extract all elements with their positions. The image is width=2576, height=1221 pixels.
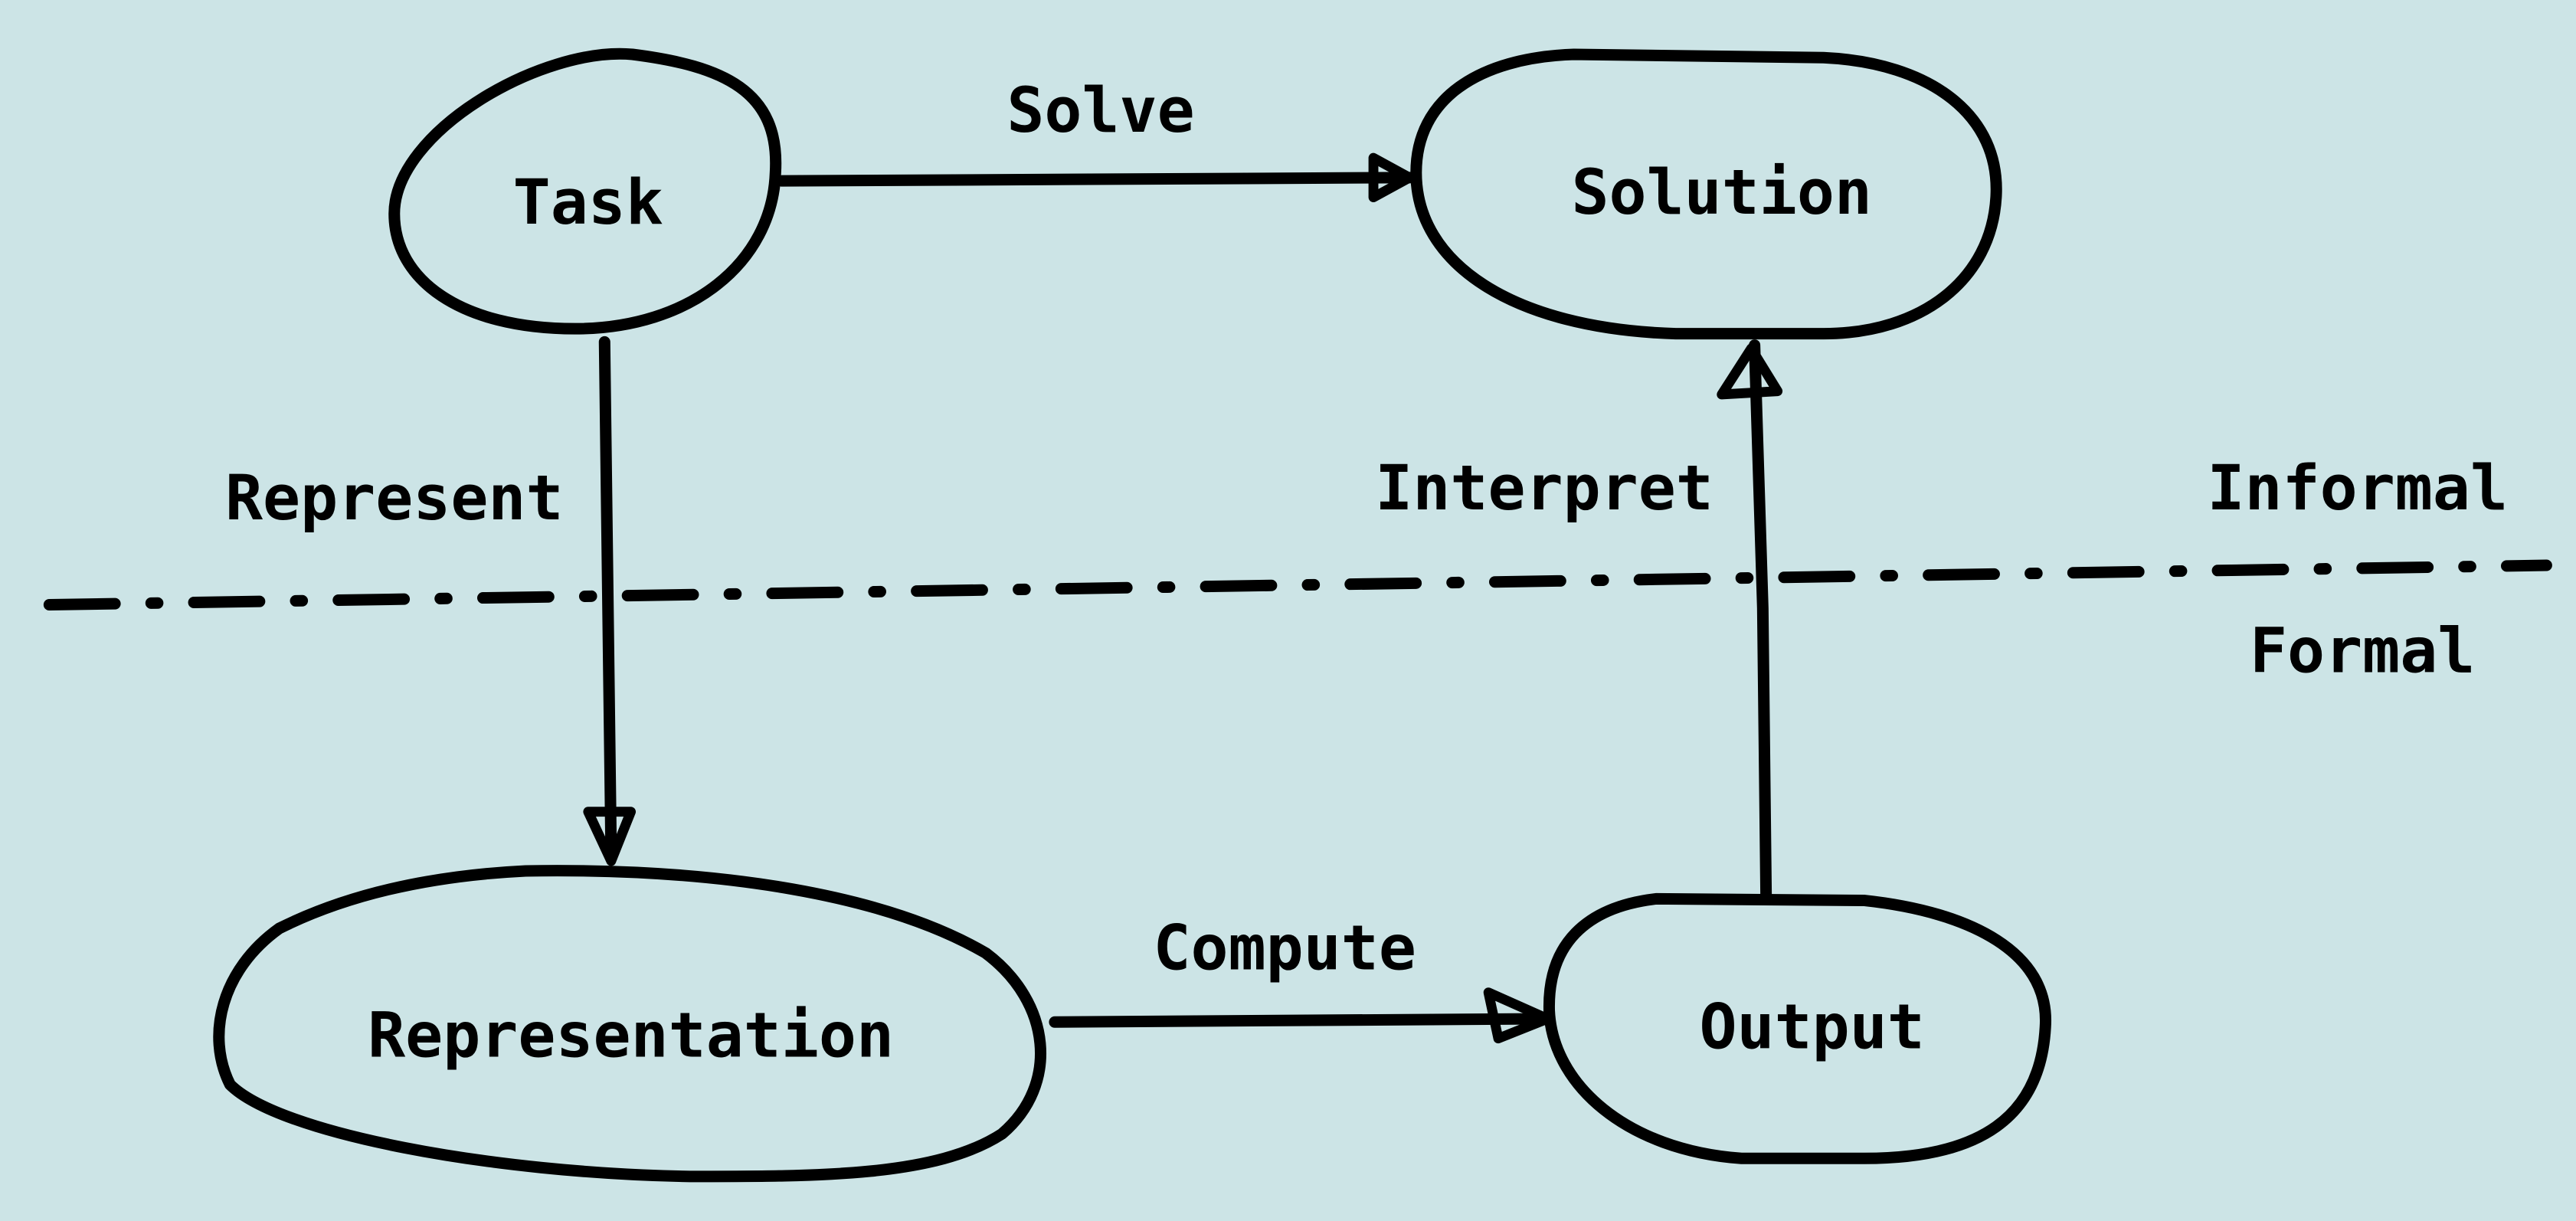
edge-compute: Compute [1049, 912, 1553, 1044]
edge-interpret: Interpret [1375, 339, 1783, 902]
edge-compute-label: Compute [1153, 912, 1416, 985]
region-formal-label: Formal [2250, 614, 2475, 687]
edge-represent-label: Represent [225, 462, 564, 535]
node-output: Output [1543, 892, 2051, 1164]
node-solution: Solution [1410, 48, 2002, 340]
region-informal-label: Informal [2207, 452, 2508, 525]
edge-solve-label: Solve [1007, 74, 1194, 147]
node-task-label: Task [513, 166, 663, 239]
edge-solve: Solve [776, 74, 1416, 203]
node-solution-label: Solution [1571, 156, 1872, 229]
node-representation-label: Representation [368, 999, 894, 1072]
node-task: Task [388, 47, 782, 335]
edge-interpret-label: Interpret [1375, 452, 1714, 525]
edge-represent: Represent [225, 336, 637, 866]
node-output-label: Output [1699, 991, 1924, 1064]
node-representation: Representation [213, 865, 1047, 1183]
informal-formal-separator [43, 559, 2552, 610]
